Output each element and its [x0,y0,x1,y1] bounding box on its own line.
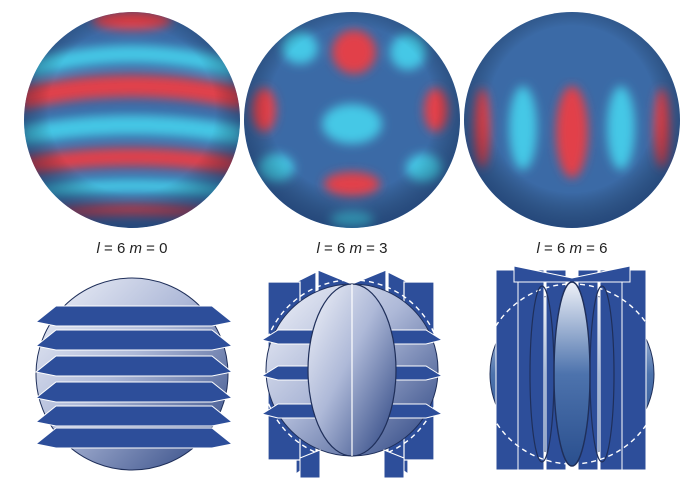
l-value: = 6 [324,240,346,257]
nodal-plane [34,405,234,427]
l-value: = 6 [544,240,566,257]
l-value: = 6 [104,240,126,257]
m-value: = 0 [146,240,168,257]
m-symbol: m [569,240,583,257]
nodal-plane [34,381,234,403]
l-symbol: l [536,240,540,257]
label-l6-m0: l = 6 m = 0 [22,240,242,257]
model-l6-m0 [34,277,234,471]
model-l6-m6 [481,265,663,471]
oscillation-spheres [24,12,680,228]
m-symbol: m [129,240,143,257]
m-value: = 3 [366,240,388,257]
l-symbol: l [96,240,100,257]
nodal-plane [34,329,234,351]
model-l6-m3 [260,269,444,479]
nodal-plane [34,427,234,449]
nodal-plane [621,269,647,471]
sphere-l6-m6 [464,12,680,228]
sphere-l6-m0 [24,12,240,228]
l-symbol: l [316,240,320,257]
label-l6-m6: l = 6 m = 6 [462,240,682,257]
m-value: = 6 [586,240,608,257]
sphere-l6-m3 [244,12,460,228]
m-symbol: m [349,240,363,257]
label-l6-m3: l = 6 m = 3 [242,240,462,257]
nodal-plane [34,355,234,377]
nodal-plane [34,305,234,327]
nodal-plane-top [513,265,631,283]
